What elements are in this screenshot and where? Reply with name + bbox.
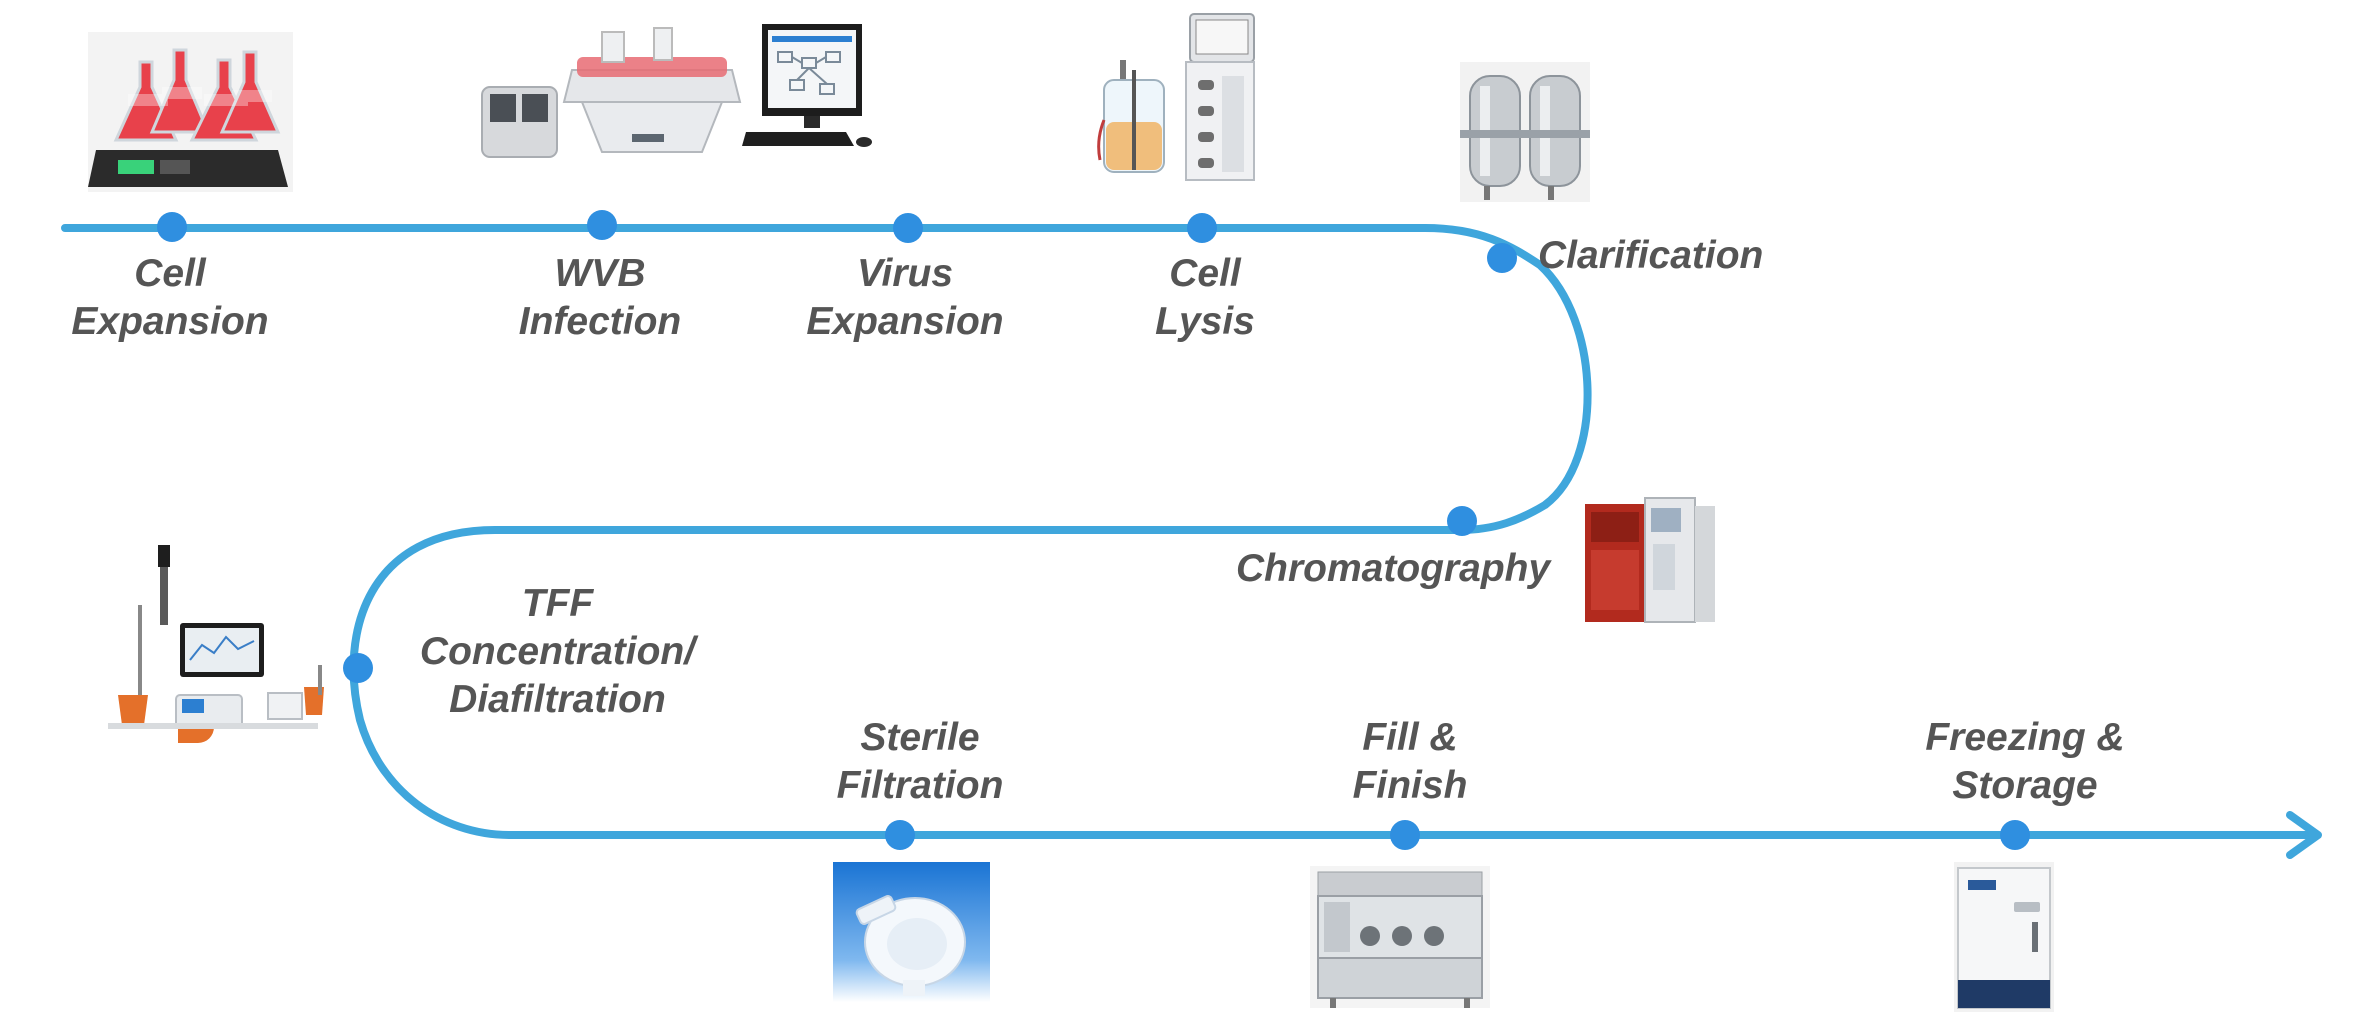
stage-dot-virus-expansion — [893, 213, 923, 243]
stage-label-wvb-infection: WVB Infection — [518, 252, 682, 343]
control-computer-icon — [742, 24, 872, 147]
chromatography-system-icon — [1585, 497, 1715, 623]
syringe-filter-icon — [833, 862, 990, 1002]
shaker-flasks-icon — [88, 32, 293, 192]
stage-dot-clarification — [1487, 243, 1517, 273]
filter-housings-icon — [1460, 62, 1590, 202]
process-flow-path — [61, 224, 2314, 839]
stage-dot-sterile-filtration — [885, 820, 915, 850]
stage-dot-fill-finish — [1390, 820, 1420, 850]
stage-label-sterile-filtration: Sterile Filtration — [836, 716, 1004, 807]
stage-label-tff: TFF Concentration/ Diafiltration — [419, 582, 696, 721]
stage-label-clarification: Clarification — [1538, 234, 1764, 277]
stage-label-cell-lysis: Cell Lysis — [1155, 252, 1255, 343]
stage-dot-cell-lysis — [1187, 213, 1217, 243]
ultra-low-freezer-icon — [1954, 862, 2054, 1012]
arrow-head-icon — [2286, 811, 2322, 859]
stage-label-chromatography: Chromatography — [1236, 547, 1551, 590]
rocking-bioreactor-icon — [481, 27, 742, 158]
stage-label-freezing-storage: Freezing & Storage — [1925, 716, 2125, 807]
stage-label-cell-expansion: Cell Expansion — [71, 252, 269, 343]
isolator-icon — [1310, 866, 1490, 1008]
stage-dot-chromatography — [1447, 506, 1477, 536]
stage-dot-freezing-storage — [2000, 820, 2030, 850]
stage-dot-wvb-infection — [587, 210, 617, 240]
stage-dot-cell-expansion — [157, 212, 187, 242]
stage-label-fill-finish: Fill & Finish — [1352, 716, 1468, 807]
tff-system-icon — [108, 545, 324, 743]
stirred-bioreactor-icon — [1090, 10, 1270, 185]
stage-label-virus-expansion: Virus Expansion — [806, 252, 1004, 343]
stage-dot-tff — [343, 653, 373, 683]
